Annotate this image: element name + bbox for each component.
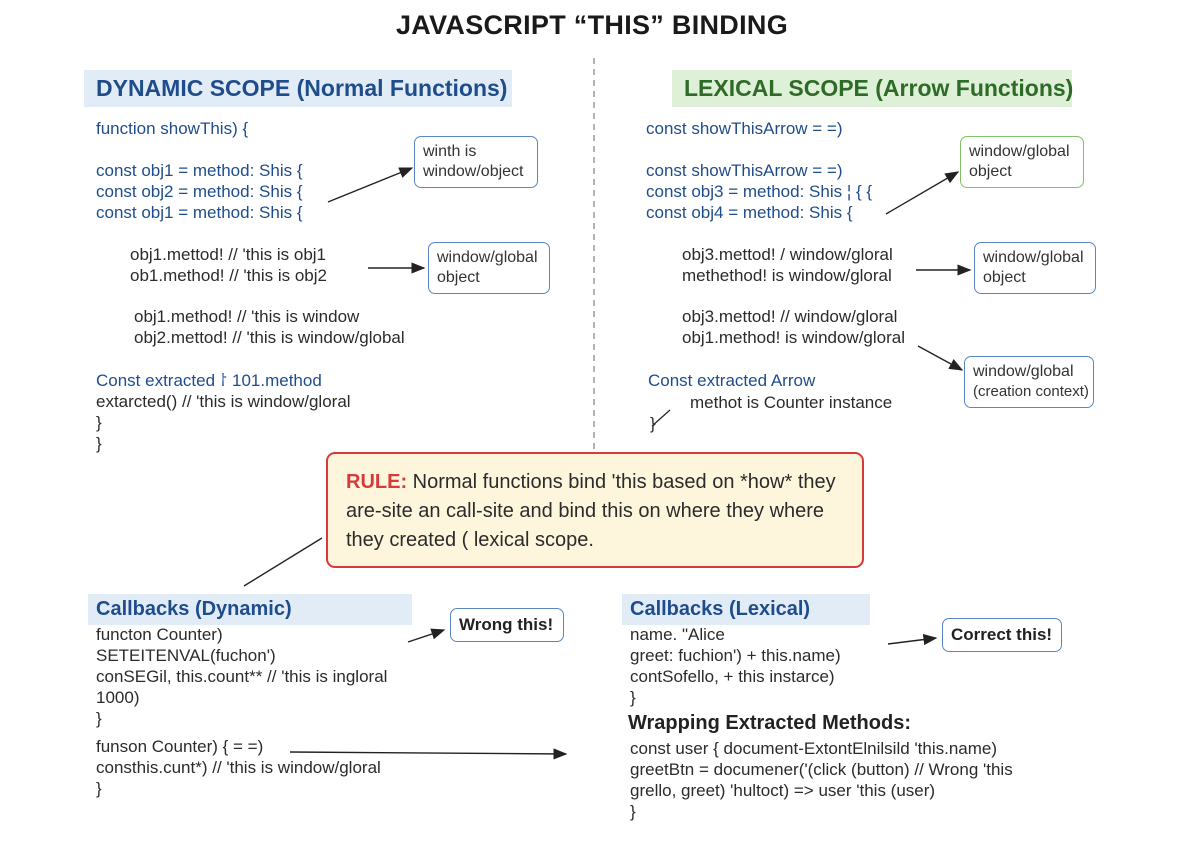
box-line: winth is	[423, 143, 477, 160]
rule-text: Normal functions bind 'this based on *ho…	[346, 471, 836, 551]
code-line: const user { document-ExtontElnilsild 't…	[630, 739, 998, 758]
lexical-code-block-3: obj3.mettod! // window/gloral obj1.metho…	[682, 306, 905, 348]
code-line: contSofello, + this instarce)	[630, 667, 835, 686]
box-line: (creation context)	[973, 383, 1089, 400]
code-line	[96, 139, 303, 160]
code-line: grello, greet) 'hultoct) => user 'this (…	[630, 781, 936, 800]
code-line: consthis.cunt*) // 'this is window/glora…	[96, 758, 381, 777]
wrong-this-badge: Wrong this!	[450, 608, 564, 642]
callbacks-dynamic-header: Callbacks (Dynamic)	[88, 594, 412, 625]
code-line: name. "Alice	[630, 625, 725, 644]
arrow-funson-to-wrapping	[289, 748, 568, 760]
code-line: const obj1 = method: Shis {	[96, 161, 303, 180]
code-line: const showThisArrow = =)	[646, 161, 843, 180]
callbacks-lexical-header: Callbacks (Lexical)	[622, 594, 870, 625]
lexical-close-brace: }	[650, 414, 656, 433]
code-line: greetBtn = documener('(click (button) //…	[630, 760, 1013, 779]
lexical-note-box-2: window/global object	[974, 242, 1096, 294]
rule-box: RULE: Normal functions bind 'this based …	[326, 452, 864, 568]
code-line: }	[96, 709, 102, 728]
code-line: funson Counter) { = =)	[96, 737, 264, 756]
code-line: extarcted() // 'this is window/gloral	[96, 392, 351, 411]
code-line: obj2.mettod! // 'this is window/global	[134, 328, 405, 347]
box-line: object	[983, 269, 1026, 286]
code-line: Const extracted ⸷ 101.method	[96, 371, 322, 390]
box-line: object	[437, 269, 480, 286]
code-line: SETEITENVAL(fuchon')	[96, 646, 276, 665]
dynamic-note-box-2: window/global object	[428, 242, 550, 294]
code-line: ob1.method! // 'this is obj2	[130, 266, 327, 285]
dynamic-scope-header: DYNAMIC SCOPE (Normal Functions)	[84, 70, 512, 107]
dynamic-code-block-1: function showThis) { const obj1 = method…	[96, 118, 303, 223]
callbacks-dynamic-code-1: functon Counter) SETEITENVAL(fuchon') co…	[96, 624, 387, 729]
correct-this-badge: Correct this!	[942, 618, 1062, 652]
box-line: window/global	[969, 143, 1070, 160]
dynamic-code-block-2: obj1.mettod! // 'this is obj1 ob1.method…	[130, 244, 327, 286]
lexical-code-block-1: const showThisArrow = =) const showThisA…	[646, 118, 872, 223]
code-line: obj1.method! // 'this is window	[134, 307, 360, 326]
code-line: }	[630, 688, 636, 707]
code-line: const obj3 = method: Shis ¦ { {	[646, 182, 873, 201]
code-line: }	[630, 802, 636, 821]
code-line: }	[96, 413, 102, 432]
arrow-arrow-to-box1	[885, 171, 960, 215]
dynamic-code-block-4: Const extracted ⸷ 101.method extarcted()…	[96, 370, 351, 454]
box-line: window/object	[423, 163, 524, 180]
code-line	[646, 139, 872, 160]
callbacks-lexical-code: name. "Alice greet: fuchion') + this.nam…	[630, 624, 841, 708]
lexical-scope-header: LEXICAL SCOPE (Arrow Functions)	[672, 70, 1073, 107]
arrow-lexical-to-correct	[887, 634, 938, 646]
code-line: obj3.mettod! / window/gloral	[682, 245, 893, 264]
code-line: }	[96, 434, 102, 453]
box-line: window/global	[973, 363, 1074, 380]
code-line: obj1.mettod! // 'this is obj1	[130, 245, 327, 264]
arrow-lexical-extract	[651, 409, 671, 427]
code-line: const obj2 = method: Shis {	[96, 182, 303, 201]
wrapping-title: Wrapping Extracted Methods:	[628, 712, 911, 734]
arrow-obj-to-box1	[327, 167, 414, 203]
code-line: obj3.mettod! // window/gloral	[682, 307, 898, 326]
code-line: functon Counter)	[96, 625, 223, 644]
lexical-note-box-1: window/global object	[960, 136, 1084, 188]
code-line: conSEGil, this.count** // 'this is inglo…	[96, 667, 388, 686]
code-line: const obj1 = method: Shis {	[96, 203, 303, 222]
box-line: window/global	[437, 249, 538, 266]
code-line: methethod! is window/gloral	[682, 266, 892, 285]
arrow-arrow-to-box3	[917, 345, 964, 371]
code-line: obj1.method! is window/gloral	[682, 328, 906, 347]
lexical-extracted-label: Const extracted Arrow	[648, 371, 816, 390]
code-line: }	[96, 779, 102, 798]
diagram-title: JAVASCRIPT “THIS” BINDING	[395, 10, 789, 40]
code-line: const showThisArrow = =)	[646, 119, 843, 138]
code-line: const obj4 = method: Shis {	[646, 203, 853, 222]
lexical-code-block-2: obj3.mettod! / window/gloral methethod! …	[682, 244, 893, 286]
lexical-extracted-note: methot is Counter instance	[690, 393, 893, 412]
arrow-rule-to-callbacks	[243, 537, 323, 587]
code-line: greet: fuchion') + this.name)	[630, 646, 841, 665]
code-line: 1000)	[96, 688, 140, 707]
dynamic-note-box-1: winth is window/object	[414, 136, 538, 188]
lexical-note-box-3: window/global (creation context)	[964, 356, 1094, 408]
box-line: window/global	[983, 249, 1084, 266]
rule-label: RULE:	[346, 471, 408, 493]
callbacks-dynamic-code-2: funson Counter) { = =) consthis.cunt*) /…	[96, 736, 381, 799]
dynamic-code-block-3: obj1.method! // 'this is window obj2.met…	[134, 306, 405, 348]
wrapping-code: const user { document-ExtontElnilsild 't…	[630, 738, 1013, 822]
box-line: object	[969, 163, 1012, 180]
arrow-dynamic-to-wrong	[407, 628, 446, 643]
code-line: function showThis) {	[96, 119, 249, 138]
